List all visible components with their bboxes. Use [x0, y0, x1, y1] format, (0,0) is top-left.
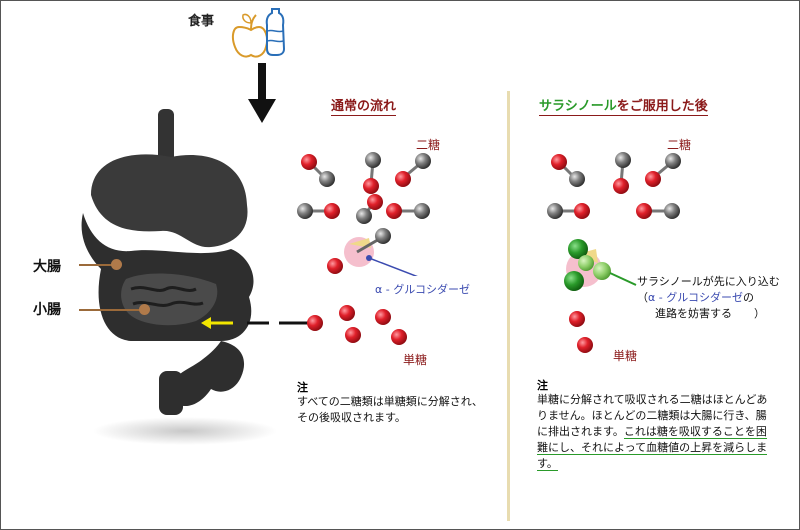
note-title-left: 注: [297, 381, 308, 394]
apple-and-bottle-icon: [231, 8, 286, 58]
meal-label: 食事: [188, 14, 215, 29]
after-salacinol-title: サラシノールをご服用した後: [539, 95, 708, 116]
disaccharide-label-right: 二糖: [667, 138, 692, 152]
small-intestine-label: 小腸: [33, 302, 61, 318]
monosaccharide-molecules-left: [307, 305, 407, 345]
down-arrow: [248, 63, 276, 123]
normal-flow-title: 通常の流れ: [331, 95, 397, 116]
enzyme-particle: の: [743, 291, 754, 304]
after-taking-title-text: をご服用した後: [616, 99, 708, 114]
large-intestine-marker: [111, 259, 122, 270]
small-intestine-pointer: [79, 309, 141, 311]
digestive-system-illustration: [81, 109, 277, 445]
small-intestine-marker: [139, 304, 150, 315]
enzyme-label-left: α - グルコシダーゼ: [375, 283, 470, 296]
enzyme-label-right: α - グルコシダーゼ: [648, 291, 743, 304]
note-text-right: 単糖に分解されて吸収される二糖はほとんどありません。ほとんどの二糖類は大腸に行き…: [537, 393, 768, 438]
salacinol-enzyme-text: （α - グルコシダーゼの: [637, 289, 754, 305]
salacinol-enters-text: サラシノールが先に入り込む: [637, 275, 780, 288]
salacinol-blocks-text: 進路を妨害する ）: [655, 307, 765, 320]
open-paren: （: [637, 291, 648, 304]
salacinol-title-word: サラシノール: [539, 99, 617, 114]
note-title-right: 注: [537, 379, 548, 392]
disaccharide-molecules-left: [297, 152, 431, 276]
disaccharide-molecules-right: [547, 152, 681, 219]
panel-divider: [507, 91, 510, 521]
note-line-1-left: すべての二糖類は単糖類に分解され、: [297, 395, 483, 408]
monosaccharide-label-right: 単糖: [613, 349, 638, 363]
salacinol-blocking-molecule: [564, 239, 637, 291]
note-line-2-left: その後吸収されます。: [297, 411, 406, 424]
monosaccharide-label-left: 単糖: [403, 353, 428, 367]
monosaccharide-molecules-right: [569, 311, 593, 353]
note-body-right: 単糖に分解されて吸収される二糖はほとんどありません。ほとんどの二糖類は大腸に行き…: [537, 392, 773, 472]
large-intestine-label: 大腸: [33, 259, 61, 275]
disaccharide-label-left: 二糖: [416, 138, 441, 152]
large-intestine-pointer: [79, 264, 115, 266]
note-highlight-right: これは糖を吸収することを困難にし、それによって血糖値の上昇を減らします。: [537, 425, 768, 471]
absorption-arrow: [201, 317, 309, 329]
